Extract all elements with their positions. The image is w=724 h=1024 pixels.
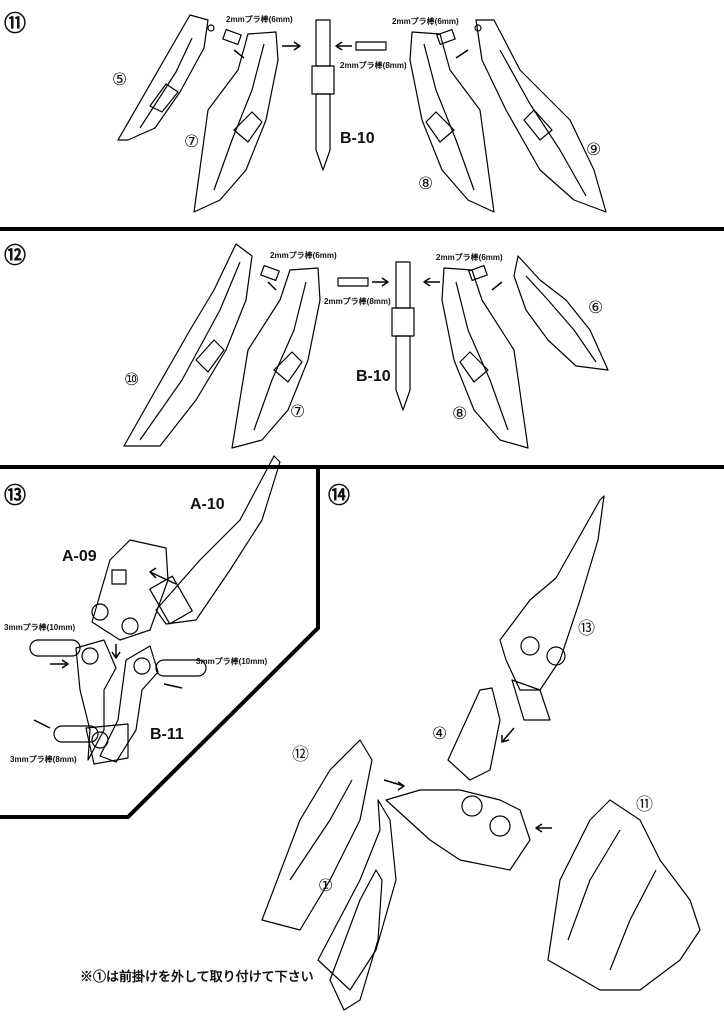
step11-rod-center-label: 2mmプラ棒(8mm) <box>340 61 407 70</box>
step12-number: ⑫ <box>4 243 27 268</box>
step12-rod-left-label: 2mmプラ棒(6mm) <box>270 251 337 260</box>
step13-b11-label: B-11 <box>150 726 184 743</box>
step13-a09-label: A-09 <box>62 548 97 565</box>
step11-rod-right <box>436 28 456 46</box>
step12-part8-drawing <box>441 267 529 449</box>
step12-part7-drawing <box>231 267 321 449</box>
step11-rod-left <box>222 28 242 46</box>
step11-part9-drawing <box>474 19 607 213</box>
step11-number: ⑪ <box>4 11 27 36</box>
step13-number: ⑬ <box>4 483 27 508</box>
step12-part10-drawing <box>123 243 253 447</box>
step12-part10-label: ⑩ <box>124 370 140 389</box>
step12-rod-left <box>260 264 280 282</box>
step11-part8-drawing <box>409 31 495 213</box>
step12-part6-label: ⑥ <box>588 298 604 317</box>
step11-rod-left-label: 2mmプラ棒(6mm) <box>226 15 293 24</box>
step12-b10-label: B-10 <box>356 368 391 385</box>
step14-sub12-label: ⑫ <box>292 745 309 764</box>
step11-part9-label: ⑨ <box>586 140 602 159</box>
step11-rod-center <box>355 41 387 51</box>
step13-rod-1-label: 3mmプラ棒(10mm) <box>4 623 76 632</box>
step12-part7-label: ⑦ <box>290 402 306 421</box>
step11-part7-label: ⑦ <box>184 132 200 151</box>
step14-sub1-drawing <box>329 869 383 1011</box>
step12-rod-center-label: 2mmプラ棒(8mm) <box>324 297 391 306</box>
step14-sub11-label: ⑪ <box>636 795 653 814</box>
step13-rod-3-label: 3mmプラ棒(8mm) <box>10 755 77 764</box>
step14-sub11-drawing <box>547 799 701 991</box>
step12-part6-drawing <box>513 255 609 371</box>
step12-rod-center <box>337 277 369 287</box>
step14-sub12-drawing <box>261 739 397 991</box>
step13-a09-drawing <box>91 539 169 641</box>
step13-b11-drawing <box>75 639 159 765</box>
step11-part5-label: ⑤ <box>112 70 128 89</box>
step14-sub1-label: ① <box>318 876 334 895</box>
step11-b10-drawing <box>311 19 335 171</box>
footnote: ※①は前掛けを外して取り付けて下さい <box>80 969 314 984</box>
step11-part7-drawing <box>193 31 279 213</box>
step11-part5-drawing <box>117 14 215 141</box>
step14-number: ⑭ <box>328 483 351 508</box>
arrows <box>33 41 552 833</box>
step13-a10-label: A-10 <box>190 496 225 513</box>
divider-step13-border <box>0 467 320 819</box>
step12-part8-label: ⑧ <box>452 404 468 423</box>
step14-sub13-label: ⑬ <box>578 619 595 638</box>
step13-rod-3 <box>53 725 99 743</box>
step12-b10-drawing <box>391 261 415 411</box>
step11-part8-label: ⑧ <box>418 174 434 193</box>
step12-rod-right-label: 2mmプラ棒(6mm) <box>436 253 503 262</box>
step14-sub13-drawing <box>499 495 605 721</box>
step13-a10-drawing <box>149 455 281 625</box>
step11-rod-right-label: 2mmプラ棒(6mm) <box>392 17 459 26</box>
step12-rod-right <box>468 264 488 282</box>
step11-b10-label: B-10 <box>340 130 375 147</box>
step13-rod-1 <box>29 639 81 657</box>
step14-sub4-label: ④ <box>432 724 448 743</box>
step14-sub4-drawing <box>385 687 531 871</box>
step13-rod-2-label: 3mmプラ棒(10mm) <box>196 657 268 666</box>
step13-rod-2 <box>155 659 207 677</box>
